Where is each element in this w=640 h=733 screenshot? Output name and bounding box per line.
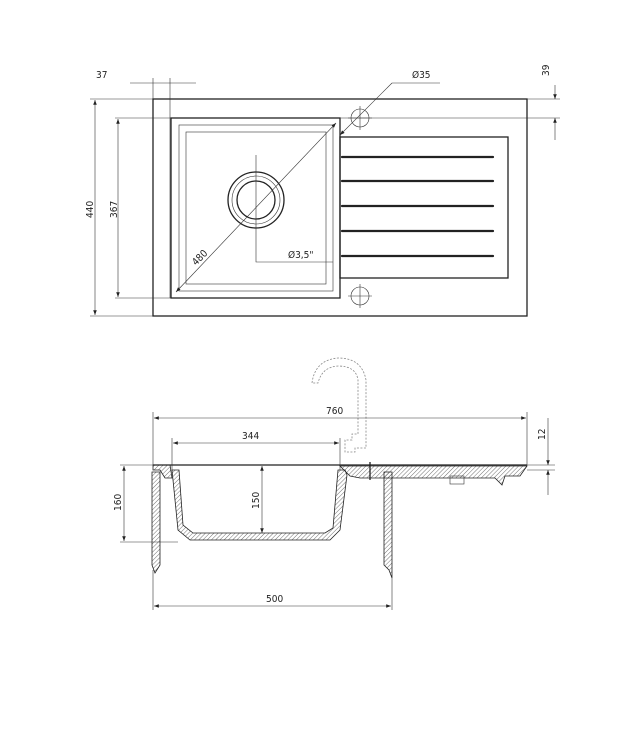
faucet-outline	[311, 357, 367, 453]
cabinet-wall-left	[151, 471, 161, 574]
overflow-hole-icon	[348, 284, 372, 308]
drainboard-section	[339, 465, 528, 486]
drainboard-grooves	[340, 155, 495, 258]
dim-drain-diameter: Ø3,5"	[288, 249, 314, 261]
dim-overall-height: 160	[113, 494, 124, 511]
sink-outline	[152, 98, 528, 317]
dim-bowl-diagonal: 480	[190, 248, 210, 268]
dim-bowl-width: 344	[242, 431, 259, 442]
dim-tap-hole-diameter: Ø35	[412, 69, 431, 81]
top-view: 37 Ø35 39 440 367 480 Ø3,5"	[85, 64, 560, 317]
dim-bowl-depth: 150	[251, 492, 262, 509]
dim-rim-offset: 37	[96, 70, 107, 81]
dim-overall-width: 760	[326, 406, 343, 417]
dim-overall-depth: 440	[85, 201, 96, 218]
drainboard	[339, 136, 509, 279]
cabinet-wall-right	[383, 471, 393, 579]
side-view: 760 344 12 160 150 500	[113, 357, 555, 610]
dim-bowl-depth: 367	[109, 201, 120, 218]
dim-rim-thickness: 12	[537, 429, 548, 440]
dim-tap-hole-offset: 39	[541, 64, 552, 76]
drain-pipe	[449, 475, 465, 485]
dim-cabinet-width: 500	[266, 594, 283, 605]
